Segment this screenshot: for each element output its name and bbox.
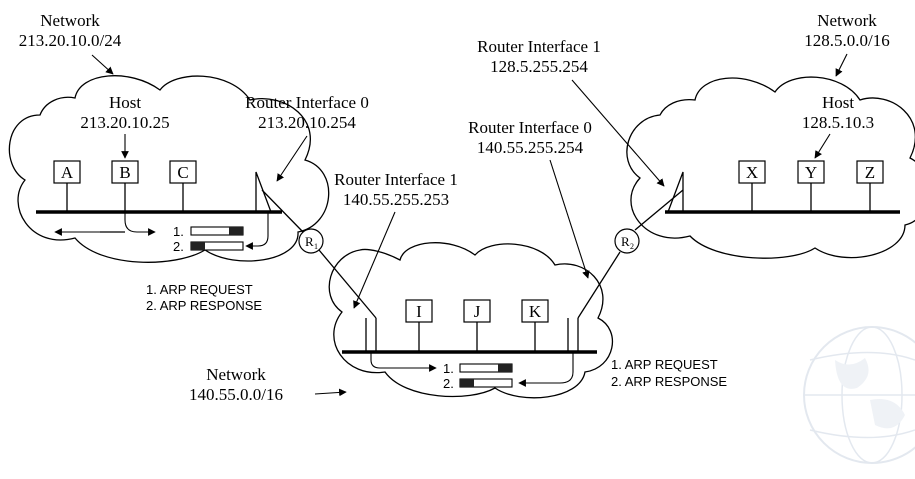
svg-text:Y: Y — [805, 163, 817, 182]
middle-step-2: 2. ARP RESPONSE — [611, 374, 727, 389]
host-c: C — [169, 160, 197, 184]
right-host-address: 128.5.10.3 — [802, 113, 874, 132]
right-router-interface-title: Router Interface 1 — [477, 37, 601, 56]
left-step-1: 1. ARP REQUEST — [146, 282, 253, 297]
left-router-interface-address: 213.20.10.254 — [258, 113, 356, 132]
svg-text:B: B — [119, 163, 130, 182]
left-network-arrow — [91, 54, 114, 75]
middle-left-interface-arrow — [353, 211, 396, 309]
middle-right-interface-title: Router Interface 0 — [468, 118, 592, 137]
router-r2: R 2 — [614, 228, 640, 254]
host-b: B — [111, 160, 139, 184]
r1-link-left — [261, 189, 304, 233]
host-x: X — [738, 160, 766, 184]
svg-text:1.: 1. — [443, 361, 454, 376]
host-k: K — [521, 299, 549, 323]
left-router-interface-arrow — [276, 135, 308, 182]
right-network-address: 128.5.0.0/16 — [804, 31, 889, 50]
right-network-arrow — [835, 53, 848, 77]
host-y: Y — [797, 160, 825, 184]
middle-right-interface-arrow — [549, 159, 590, 279]
left-network-title: Network — [40, 11, 100, 30]
right-router-interface-arrow — [571, 79, 665, 187]
svg-text:2.: 2. — [443, 376, 454, 391]
middle-right-interface-address: 140.55.255.254 — [477, 138, 584, 157]
left-packets: 1. 2. — [173, 224, 244, 254]
middle-network-address: 140.55.0.0/16 — [189, 385, 283, 404]
left-request-arrow — [124, 212, 156, 236]
middle-request-arrow — [370, 352, 437, 372]
router-r1: R 1 — [298, 228, 324, 254]
globe-watermark-icon — [803, 326, 915, 464]
right-host-title: Host — [822, 93, 854, 112]
svg-text:K: K — [529, 302, 542, 321]
left-response-arrow — [245, 212, 269, 250]
right-router-interface-address: 128.5.255.254 — [490, 57, 588, 76]
svg-text:Z: Z — [865, 163, 875, 182]
middle-network-title: Network — [206, 365, 266, 384]
svg-text:I: I — [416, 302, 422, 321]
host-i: I — [405, 299, 433, 323]
middle-left-interface-title: Router Interface 1 — [334, 170, 458, 189]
svg-text:1.: 1. — [173, 224, 184, 239]
svg-text:R: R — [621, 234, 630, 249]
left-router-interface-title: Router Interface 0 — [245, 93, 369, 112]
svg-text:2.: 2. — [173, 239, 184, 254]
left-router-stub — [255, 171, 272, 213]
svg-text:J: J — [474, 302, 481, 321]
left-network-cloud — [8, 75, 330, 263]
middle-packets: 1. 2. — [443, 361, 513, 391]
middle-step-1: 1. ARP REQUEST — [611, 357, 718, 372]
left-host-address: 213.20.10.25 — [80, 113, 169, 132]
svg-text:C: C — [177, 163, 188, 182]
svg-text:1: 1 — [314, 242, 318, 251]
right-network-title: Network — [817, 11, 877, 30]
svg-text:A: A — [61, 163, 74, 182]
middle-response-arrow — [518, 352, 574, 387]
r2-link-right — [634, 189, 684, 231]
left-host-title: Host — [109, 93, 141, 112]
r2-link-middle — [577, 251, 621, 319]
host-a: A — [53, 160, 81, 184]
host-z: Z — [856, 160, 884, 184]
r1-link-middle — [318, 249, 377, 319]
svg-text:X: X — [746, 163, 758, 182]
host-j: J — [463, 299, 491, 323]
left-network-address: 213.20.10.0/24 — [19, 31, 122, 50]
right-host-arrow — [814, 133, 831, 159]
svg-text:2: 2 — [630, 242, 634, 251]
left-step-2: 2. ARP RESPONSE — [146, 298, 262, 313]
middle-network-arrow — [314, 388, 347, 397]
svg-text:R: R — [305, 234, 314, 249]
middle-left-interface-address: 140.55.255.253 — [343, 190, 449, 209]
